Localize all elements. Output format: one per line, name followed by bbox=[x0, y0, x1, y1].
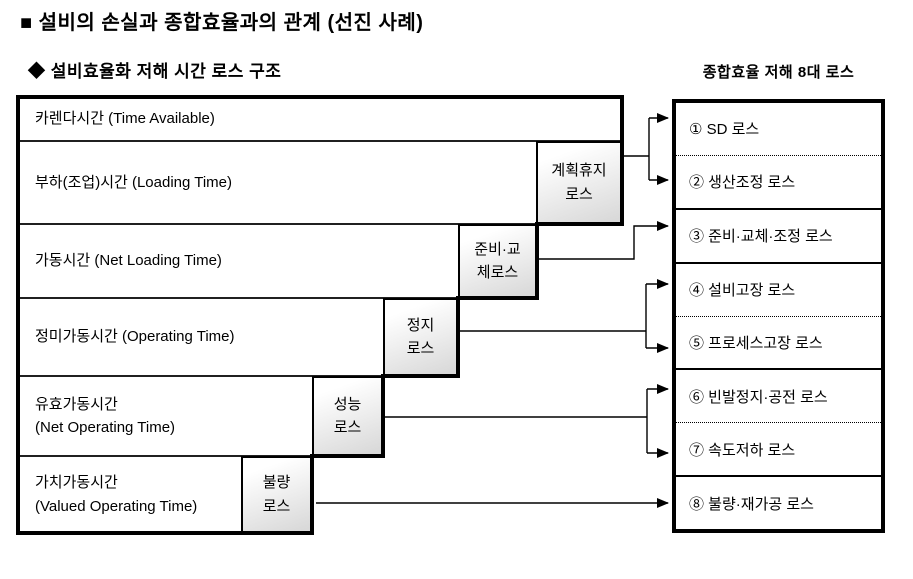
time-row-label: 가동시간 (Net Loading Time) bbox=[35, 252, 222, 270]
loss-list-item: ② 생산조정 로스 bbox=[676, 154, 881, 208]
loss-list-item: ③ 준비·교체·조정 로스 bbox=[676, 207, 881, 262]
loss-list-item: ⑦ 속도저하 로스 bbox=[676, 422, 881, 475]
connector-setup-changeover-loss bbox=[537, 221, 669, 260]
loss-box-defect: 불량 로스 bbox=[241, 456, 312, 533]
time-row-label: 부하(조업)시간 (Loading Time) bbox=[35, 173, 233, 191]
time-row-label: 카렌다시간 (Time Available) bbox=[35, 110, 215, 128]
loss-list-item: ⑧ 불량·재가공 로스 bbox=[676, 475, 881, 529]
page-title: ■ 설비의 손실과 종합효율과의 관계 (선진 사례) bbox=[20, 12, 424, 34]
eight-losses-panel: ① SD 로스 ② 생산조정 로스 ③ 준비·교체·조정 로스 ④ 설비고장 로… bbox=[672, 99, 885, 533]
connector-planned-shutdown-loss bbox=[622, 113, 669, 185]
loss-list-item: ① SD 로스 bbox=[689, 121, 760, 139]
loss-box-planned-shutdown: 계획휴지 로스 bbox=[536, 141, 622, 224]
loss-box-setup-changeover: 준비·교 체로스 bbox=[458, 224, 537, 298]
time-row-label-line2: (Valued Operating Time) bbox=[35, 497, 198, 515]
time-row-label-line2: (Net Operating Time) bbox=[35, 419, 176, 436]
loss-list-item: ⑤ 프로세스고장 로스 bbox=[676, 315, 881, 369]
time-row-label: 정미가동시간 (Operating Time) bbox=[35, 328, 235, 346]
loss-box-performance: 성능 로스 bbox=[312, 376, 383, 456]
time-row-loading-time: 부하(조업)시간 (Loading Time) bbox=[18, 141, 622, 224]
loss-list-item: ⑥ 빈발정지·공전 로스 bbox=[676, 368, 881, 422]
section-title: ◆ 설비효율화 저해 시간 로스 구조 bbox=[28, 62, 282, 81]
time-row-label: 유효가동시간 bbox=[35, 395, 118, 413]
time-row-calendar-time: 카렌다시간 (Time Available) bbox=[18, 97, 622, 141]
eight-losses-title: 종합효율 저해 8대 로스 bbox=[702, 64, 855, 81]
connector-performance-loss bbox=[383, 384, 669, 458]
time-row-label: 가치가동시간 bbox=[35, 474, 118, 492]
loss-list-item: ④ 설비고장 로스 bbox=[676, 261, 881, 316]
loss-box-stoppage: 정지 로스 bbox=[383, 298, 458, 376]
